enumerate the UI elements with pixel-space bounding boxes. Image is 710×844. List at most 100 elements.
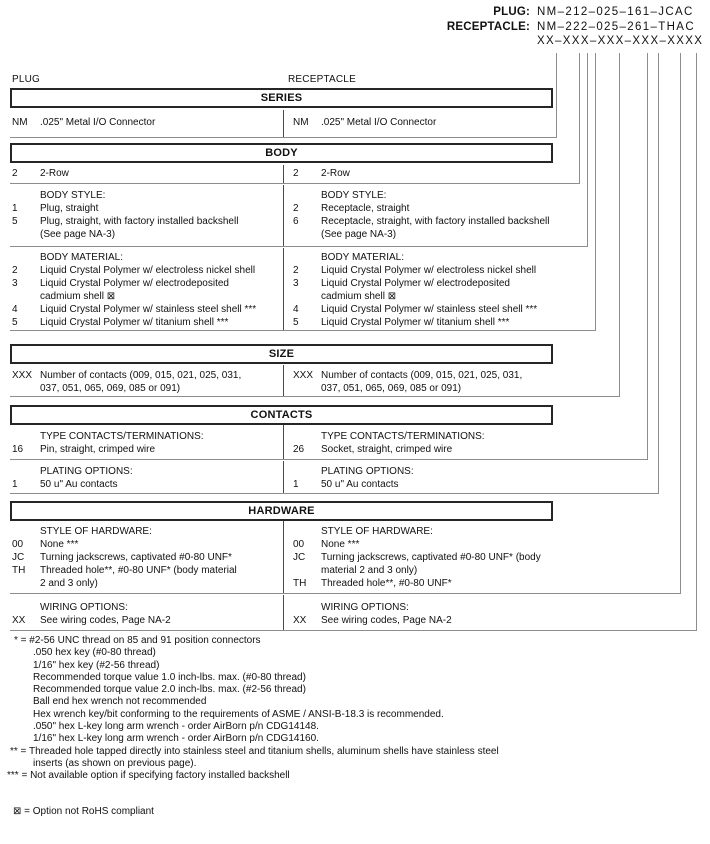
option-desc: .025" Metal I/O Connector <box>321 117 437 128</box>
option-code: NM <box>293 117 309 128</box>
receptacle-column: XXX Number of contacts (009, 015, 021, 02… <box>284 365 553 396</box>
section-header-contacts: CONTACTS <box>10 405 553 425</box>
option-desc: Threaded hole**, #0-80 UNF* (body materi… <box>40 565 237 589</box>
option-desc: Liquid Crystal Polymer w/ stainless stee… <box>40 304 257 315</box>
option-row: 3 Liquid Crystal Polymer w/ electrodeposi… <box>12 277 277 303</box>
option-desc: Liquid Crystal Polymer w/ electrodeposit… <box>40 278 229 302</box>
option-group-heading: BODY MATERIAL: <box>40 252 123 263</box>
option-desc: None *** <box>321 539 360 550</box>
option-group-heading: STYLE OF HARDWARE: <box>321 526 433 537</box>
option-code: 5 <box>293 317 299 328</box>
option-desc: 2-Row <box>40 168 69 179</box>
option-code: 1 <box>293 479 299 490</box>
receptacle-column-label: RECEPTACLE <box>288 74 356 85</box>
footnote-line: Recommended torque value 2.0 inch-lbs. m… <box>33 684 306 696</box>
option-row: 2 2-Row <box>12 167 277 180</box>
option-code: 2 <box>293 265 299 276</box>
option-group-heading: BODY MATERIAL: <box>321 252 404 263</box>
option-row: 2 Liquid Crystal Polymer w/ electroless n… <box>12 264 277 277</box>
option-desc: Receptacle, straight <box>321 203 410 214</box>
footnote-line: .050" hex L-key long arm wrench - order … <box>33 721 319 733</box>
option-block-size-row: XXX Number of contacts (009, 015, 021, 02… <box>10 365 553 396</box>
option-group-heading: WIRING OPTIONS: <box>321 602 409 613</box>
option-code: 2 <box>293 203 299 214</box>
receptacle-column: NM .025" Metal I/O Connector <box>284 110 553 137</box>
footnote-line: ** = Threaded hole tapped directly into … <box>10 745 499 757</box>
option-group-heading: TYPE CONTACTS/TERMINATIONS: <box>321 431 485 442</box>
footnote-line: * = #2-56 UNC thread on 85 and 91 positi… <box>14 635 261 646</box>
option-code: XXX <box>293 370 314 381</box>
option-code: 5 <box>12 216 18 227</box>
footnote-line: 1/16" hex L-key long arm wrench - order … <box>33 733 319 745</box>
option-row: TH Threaded hole**, #0-80 UNF* (body mate… <box>12 564 277 590</box>
part-number-row: PLUG:NM–212–025–161–JCAC <box>392 6 707 21</box>
option-row: 4 Liquid Crystal Polymer w/ stainless ste… <box>12 303 277 316</box>
option-code: 2 <box>12 168 18 179</box>
option-desc: Liquid Crystal Polymer w/ stainless stee… <box>321 304 538 315</box>
option-desc: Number of contacts (009, 015, 021, 025, … <box>321 370 523 394</box>
option-code: JC <box>12 552 25 563</box>
option-code: 6 <box>293 216 299 227</box>
receptacle-column: BODY STYLE: 2 Receptacle, straight 6 Recepta… <box>284 185 553 246</box>
option-desc: 50 u" Au contacts <box>40 479 118 490</box>
option-row: XXX Number of contacts (009, 015, 021, 02… <box>293 369 551 395</box>
option-desc: Receptacle, straight, with factory insta… <box>321 216 550 240</box>
footnote-line: *** = Not available option if specifying… <box>7 770 290 782</box>
option-code: 26 <box>293 444 305 455</box>
option-group-heading: BODY STYLE: <box>321 190 387 201</box>
option-code: JC <box>293 552 306 563</box>
option-desc: Liquid Crystal Polymer w/ electrodeposit… <box>321 278 510 302</box>
option-desc: Liquid Crystal Polymer w/ titanium shell… <box>321 317 510 328</box>
pn-label: PLUG: <box>493 6 530 18</box>
option-desc: Number of contacts (009, 015, 021, 025, … <box>40 370 242 394</box>
option-row: 00 None *** <box>293 538 551 551</box>
option-code: TH <box>293 578 307 589</box>
option-desc: Liquid Crystal Polymer w/ electroless ni… <box>40 265 256 276</box>
option-code: 2 <box>12 265 18 276</box>
plug-column: XXX Number of contacts (009, 015, 021, 02… <box>10 365 284 396</box>
option-row: 2 Receptacle, straight <box>293 202 551 215</box>
option-code: 3 <box>12 278 18 289</box>
option-row: 1 50 u" Au contacts <box>293 478 551 491</box>
option-desc: Liquid Crystal Polymer w/ titanium shell… <box>40 317 229 328</box>
footnotes: * = #2-56 UNC thread on 85 and 91 positi… <box>7 635 499 783</box>
option-row: 5 Liquid Crystal Polymer w/ titanium shel… <box>293 316 551 329</box>
option-code: 4 <box>12 304 18 315</box>
option-code: 1 <box>12 479 18 490</box>
option-code: 00 <box>293 539 305 550</box>
option-code: XX <box>293 615 307 626</box>
plug-column-label: PLUG <box>12 74 41 85</box>
option-desc: 50 u" Au contacts <box>321 479 399 490</box>
option-group-heading: BODY STYLE: <box>40 190 106 201</box>
option-block-hardware-style: STYLE OF HARDWARE: 00 None *** JC Turning ja… <box>10 521 553 593</box>
footnote-line: Hex wrench key/bit conforming to the req… <box>33 708 444 720</box>
option-code: TH <box>12 565 26 576</box>
option-code: 5 <box>12 317 18 328</box>
option-code: 16 <box>12 444 24 455</box>
pn-label: RECEPTACLE: <box>446 20 530 33</box>
option-group-heading: STYLE OF HARDWARE: <box>40 526 152 537</box>
option-code: XXX <box>12 370 33 381</box>
option-desc: None *** <box>40 539 79 550</box>
option-desc: Threaded hole**, #0-80 UNF* <box>321 578 452 589</box>
option-desc: Turning jackscrews, captivated #0-80 UNF… <box>40 552 232 563</box>
pn-value: XX–XXX–XXX–XXX–XXXX <box>537 35 704 47</box>
option-row: 5 Liquid Crystal Polymer w/ titanium shel… <box>12 316 277 329</box>
